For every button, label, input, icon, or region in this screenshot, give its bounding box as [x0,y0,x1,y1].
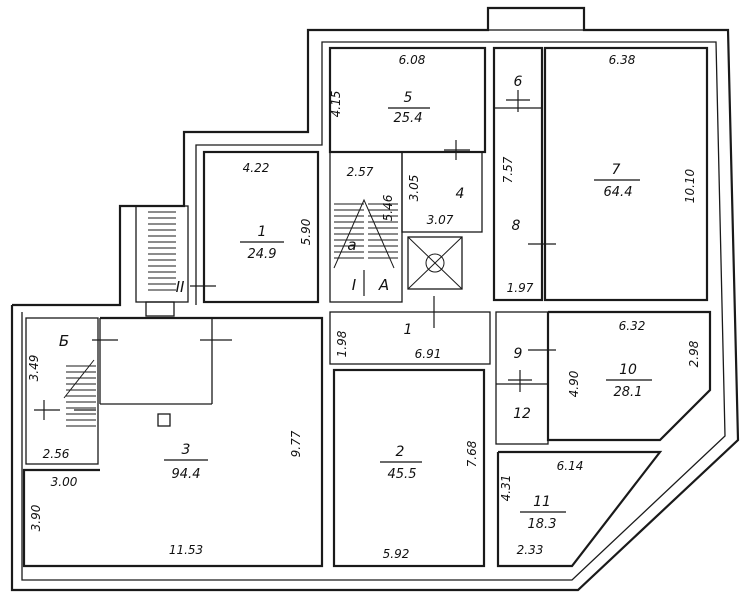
stair-letter-i: I [352,276,357,294]
stair-a [333,198,398,269]
dim-4-90: 4.90 [567,370,581,397]
dim-6-38: 6.38 [609,53,636,67]
dim-6-32: 6.32 [619,319,646,333]
dim-2-98: 2.98 [687,340,701,367]
room-number-3: 3 [182,442,191,458]
room-number-11: 11 [533,494,551,510]
room-area-11: 18.3 [528,517,557,532]
dim-3-90: 3.90 [29,504,43,531]
stair-letter-ii: II [176,278,185,296]
room-number-6: 6 [514,74,523,90]
dim-5-92: 5.92 [383,547,410,561]
elevator-shaft [407,236,463,290]
room-labels: 1 24.9 2 45.5 3 94.4 5 25.4 7 64.4 10 28… [59,74,652,532]
dim-4-31: 4.31 [499,475,513,502]
dim-4-15: 4.15 [329,91,343,118]
interior-walls [22,46,712,568]
dim-3-49: 3.49 [27,355,41,382]
room-10-wall [546,310,712,442]
corridor-number-1: 1 [404,322,413,338]
room-11-wall [496,450,663,568]
stair-a-diagonal [333,198,395,269]
dim-2-33: 2.33 [517,543,544,557]
dim-10-10: 10.10 [683,168,697,203]
dim-1-97: 1.97 [507,281,534,295]
room-area-2: 45.5 [388,467,417,482]
dim-11-53: 11.53 [169,543,203,557]
dim-5-46: 5.46 [381,194,395,221]
room-4-wall [401,151,483,233]
column-symbol [157,413,171,427]
room-number-2: 2 [396,444,405,460]
dim-5-90: 5.90 [299,218,313,245]
dimension-labels: 6.08 4.15 6.38 4.22 2.57 5.46 3.05 3.07 … [27,53,701,561]
room-number-5: 5 [404,90,413,106]
elevator-center [425,253,445,273]
dim-2-57: 2.57 [347,165,374,179]
dim-4-22: 4.22 [243,161,270,175]
room-number-10: 10 [619,362,637,378]
room-letter-b: Б [59,332,69,350]
corridor-1-wall [329,311,491,365]
stair-b-diagonal [63,359,95,399]
room-number-1: 1 [258,224,267,240]
dim-1-98: 1.98 [335,330,349,357]
room-area-3: 94.4 [172,467,201,482]
room-3-wall [22,316,324,568]
room-number-4: 4 [456,186,465,202]
dim-9-77: 9.77 [289,430,303,457]
dim-6-14: 6.14 [557,459,584,473]
room-7-wall [543,46,709,302]
dim-2-56: 2.56 [43,447,70,461]
dim-3-07: 3.07 [427,213,454,227]
room-1-wall [202,150,320,304]
dim-6-91: 6.91 [415,347,442,361]
stair-b-wall [25,317,99,465]
inner-wall-line [21,41,726,581]
stair-ii [135,205,189,317]
dim-6-08: 6.08 [399,53,426,67]
room-number-7: 7 [612,162,621,178]
room-area-1: 24.9 [248,247,277,262]
balcony [487,7,585,31]
room-area-7: 64.4 [604,185,633,200]
dim-7-57: 7.57 [501,156,515,183]
room-2-wall [332,368,486,568]
room-letter-a: а [347,236,356,254]
dim-3-05: 3.05 [407,175,421,202]
room-8-wall [492,46,544,302]
room-9-12-wall [495,311,549,445]
room-number-8: 8 [512,218,521,234]
room-letter-big-a: А [378,276,389,294]
elevator-cross-2 [407,236,463,290]
room-area-10: 28.1 [614,385,643,400]
room-number-12: 12 [513,406,531,422]
stair-ii-landing [145,301,175,317]
room-number-9: 9 [514,346,523,362]
room-area-5: 25.4 [394,111,423,126]
door-ticks [34,90,556,420]
dim-3-00: 3.00 [51,475,78,489]
stair-b [63,359,96,427]
dim-7-68: 7.68 [465,440,479,467]
